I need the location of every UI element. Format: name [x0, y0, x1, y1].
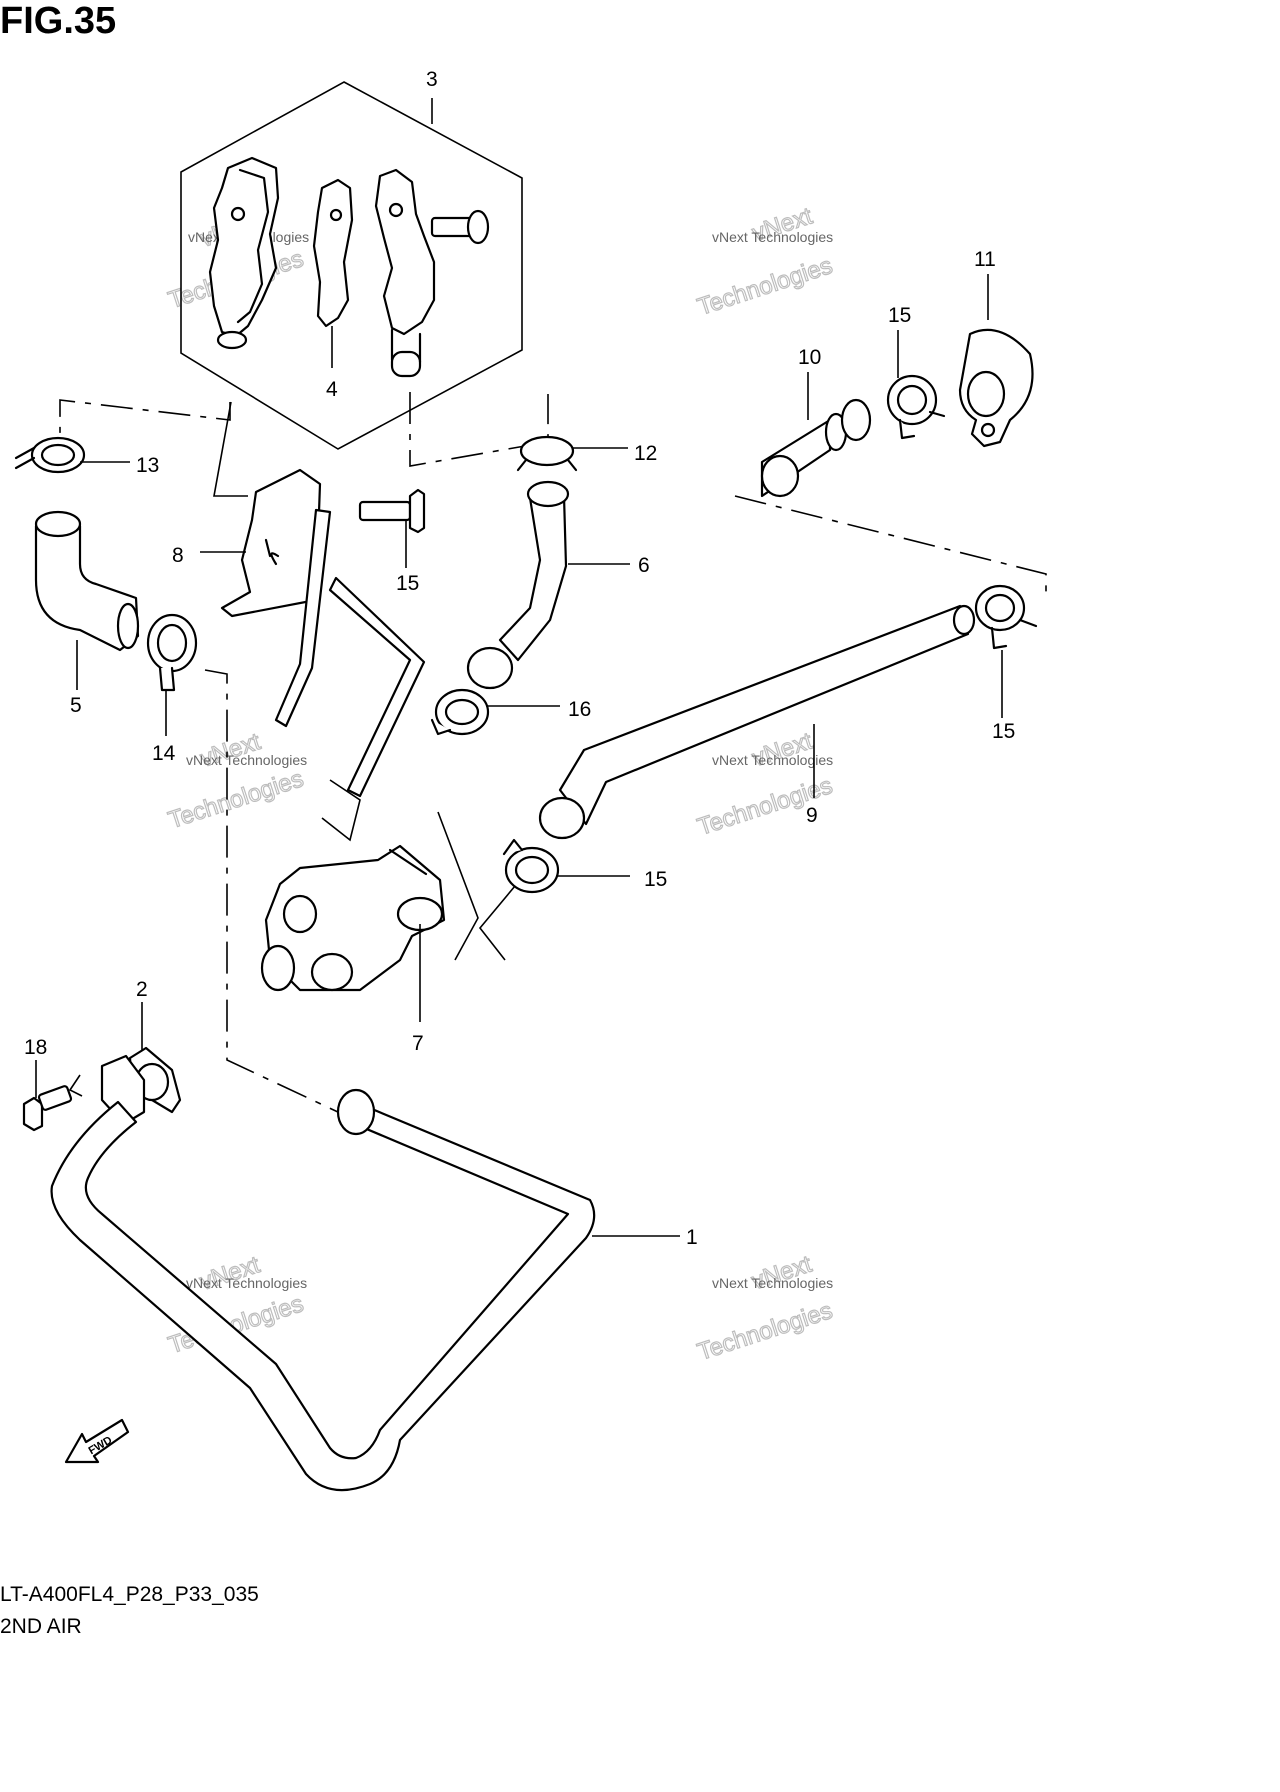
svg-text:vNext Technologies: vNext Technologies	[712, 752, 833, 768]
callout-11: 11	[974, 248, 996, 271]
connector-line-18	[68, 1074, 83, 1097]
hose-6	[466, 480, 570, 690]
clamp-15-upper	[886, 374, 946, 440]
connector-line-pipe	[321, 779, 361, 842]
svg-text:vNext Technologies: vNext Technologies	[712, 229, 833, 245]
callout-10: 10	[798, 346, 821, 369]
callout-18: 18	[24, 1036, 47, 1059]
connector-line-10-15	[734, 495, 1047, 600]
svg-text:Technologies: Technologies	[165, 765, 307, 834]
callout-12: 12	[634, 442, 657, 465]
leader-lines	[35, 98, 1003, 1237]
clamp-bracket-11	[958, 328, 1034, 448]
hose-5	[34, 510, 140, 652]
reed-plate	[312, 178, 354, 328]
callout-16: 16	[568, 698, 591, 721]
clamp-14	[146, 613, 198, 692]
callout-15-right: 15	[992, 720, 1015, 743]
callout-15-upper: 15	[888, 304, 911, 327]
callout-1: 1	[686, 1226, 698, 1249]
callout-7: 7	[412, 1032, 424, 1055]
connector-line-14-1	[204, 669, 356, 1121]
figure-title: FIG.35	[0, 0, 117, 42]
reed-valve-body	[208, 156, 280, 350]
watermark-bottom-right: vNext Technologies vNext Technologies	[694, 1250, 837, 1367]
bolt-17	[358, 488, 426, 534]
hose-9	[538, 604, 976, 840]
bolt-18	[22, 1085, 73, 1132]
callout-2: 2	[136, 978, 148, 1001]
reed-cover	[374, 168, 436, 378]
pipe-1	[50, 1054, 596, 1492]
connector-line-13	[59, 399, 231, 438]
clamp-12	[516, 435, 578, 472]
connector-line-15b	[478, 879, 521, 961]
watermark-mid-left: vNext Technologies vNext Technologies	[165, 727, 308, 834]
callout-6: 6	[638, 554, 650, 577]
model-code: LT-A400FL4_P28_P33_035	[0, 1583, 259, 1606]
clamp-15-lower	[502, 838, 560, 894]
pipe-10	[760, 398, 872, 498]
callout-13: 13	[136, 454, 159, 477]
svg-text:Technologies: Technologies	[694, 252, 836, 321]
connector-line-7	[437, 811, 479, 961]
clamp-15-right	[974, 584, 1038, 650]
connector-line-12	[409, 392, 549, 467]
clamp-13	[14, 436, 86, 474]
callout-3: 3	[426, 68, 438, 91]
callout-9: 9	[806, 804, 818, 827]
callout-8: 8	[172, 544, 184, 567]
clamp-16	[430, 688, 490, 736]
forward-direction-arrow: FWD	[64, 1418, 130, 1464]
reed-valve-assembly-outline	[180, 81, 523, 450]
callout-4: 4	[326, 378, 338, 401]
svg-text:FWD: FWD	[87, 1434, 115, 1457]
callout-5: 5	[70, 694, 82, 717]
svg-text:Technologies: Technologies	[694, 1297, 836, 1366]
screw-in-assembly	[430, 209, 490, 245]
callout-15-lower: 15	[644, 868, 667, 891]
connector-line-8	[213, 401, 248, 497]
svg-text:vNext Technologies: vNext Technologies	[186, 752, 307, 768]
watermark-top-right: vNext Technologies vNext Technologies	[694, 202, 837, 322]
air-valve-7	[260, 844, 446, 992]
bracket-8	[220, 468, 322, 618]
air-pipes	[274, 508, 426, 798]
svg-text:vNext Technologies: vNext Technologies	[186, 1275, 307, 1291]
callout-17: 15	[396, 572, 419, 595]
callout-14: 14	[152, 742, 176, 765]
svg-text:vNext Technologies: vNext Technologies	[712, 1275, 833, 1291]
section-name: 2ND AIR	[0, 1615, 82, 1638]
